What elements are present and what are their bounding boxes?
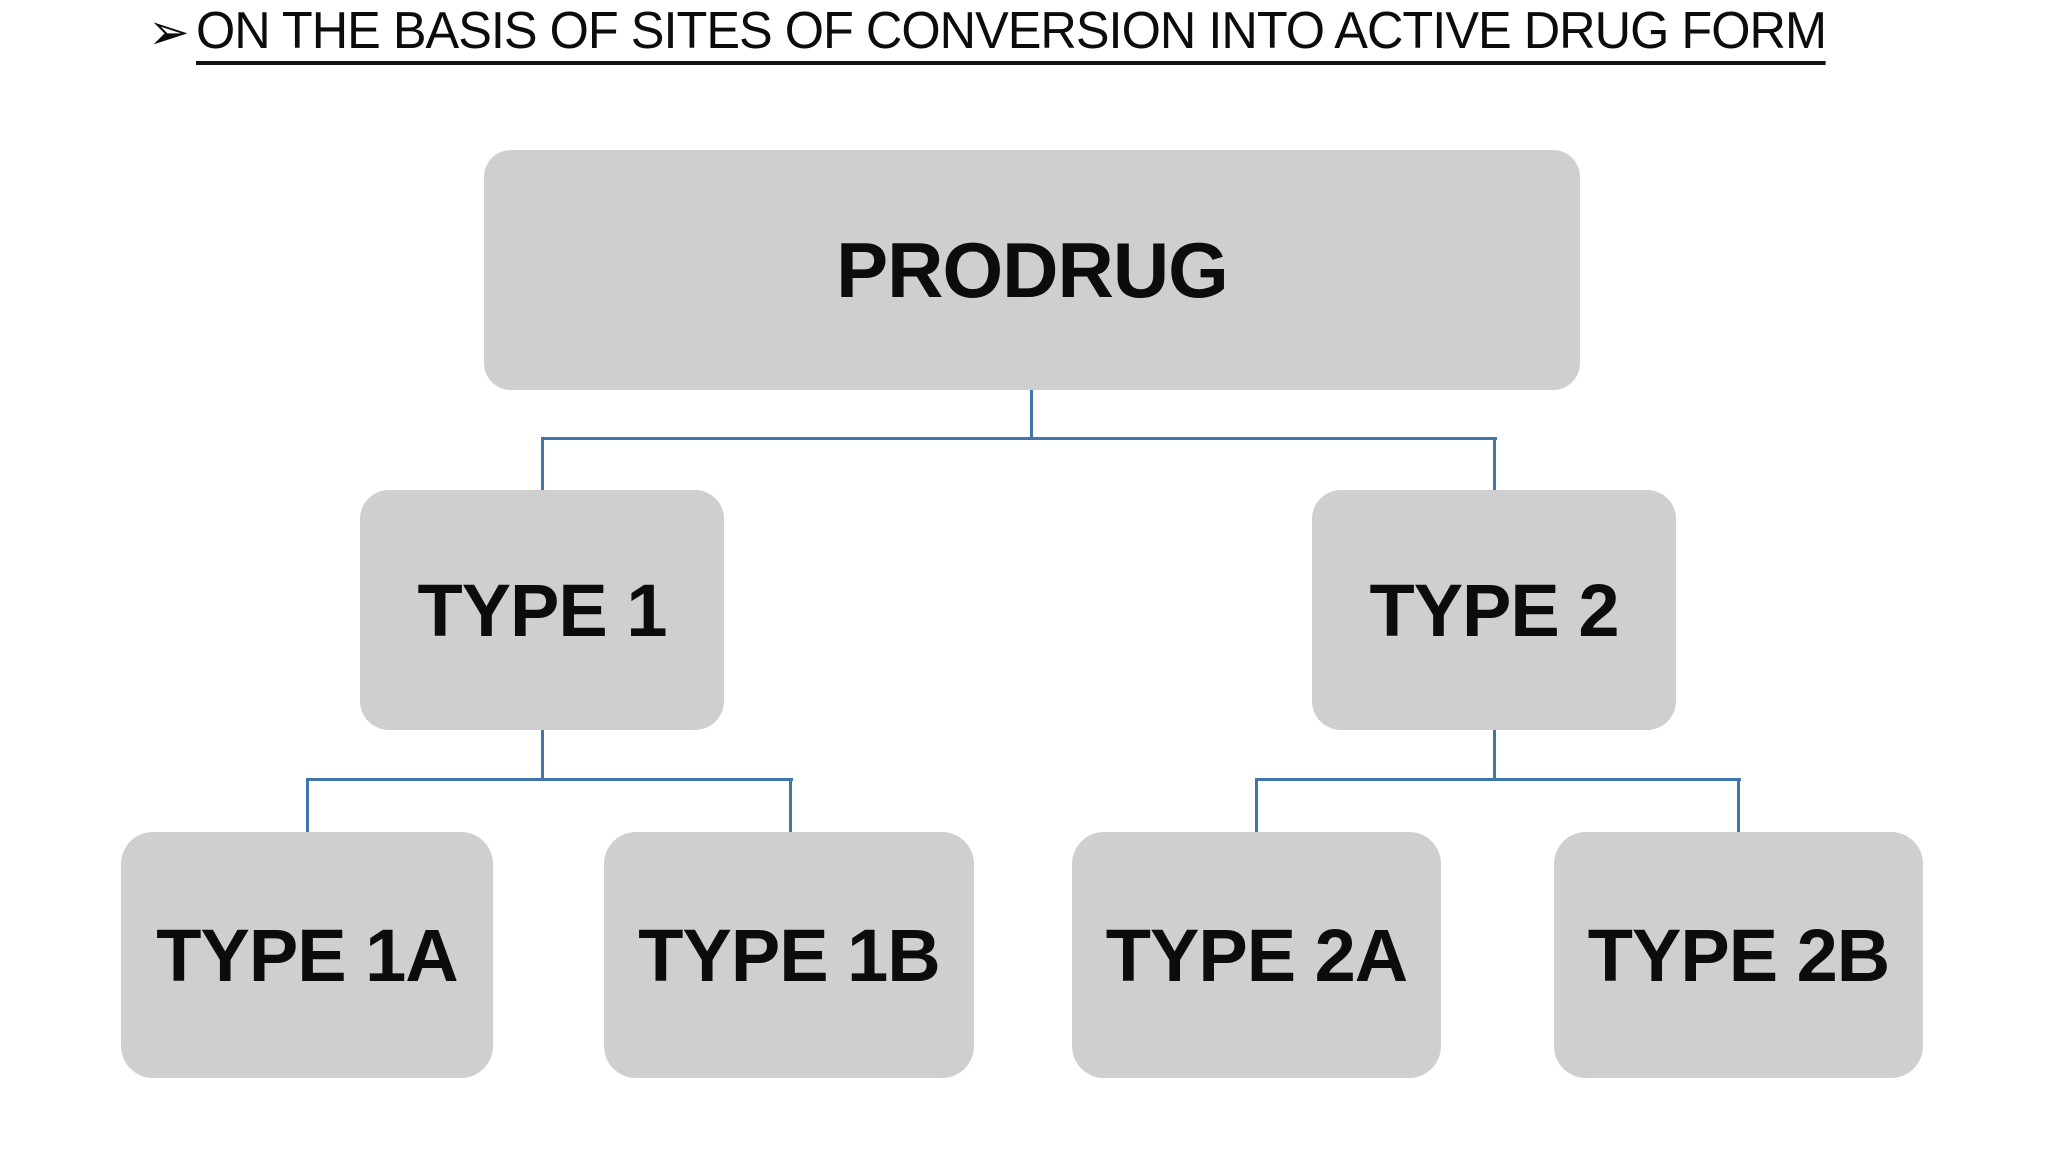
arrowhead-bullet-icon: ➢ xyxy=(148,4,190,60)
node-type-1a: TYPE 1A xyxy=(121,832,493,1078)
node-type-2: TYPE 2 xyxy=(1312,490,1676,730)
connector-type1-drop xyxy=(541,437,544,491)
slide-title-text: ON THE BASIS OF SITES OF CONVERSION INTO… xyxy=(195,2,1827,65)
node-type-2b: TYPE 2B xyxy=(1554,832,1923,1078)
node-type-1: TYPE 1 xyxy=(360,490,724,730)
connector-type2-drop xyxy=(1493,437,1496,491)
node-type-2a: TYPE 2A xyxy=(1072,832,1441,1078)
connector-type1b-drop xyxy=(789,778,792,833)
connector-type2-children-horizontal xyxy=(1255,778,1741,781)
connector-level2-horizontal xyxy=(542,437,1497,440)
connector-type2-stem xyxy=(1493,730,1496,778)
connector-type1a-drop xyxy=(306,778,309,833)
slide-title: ➢ ON THE BASIS OF SITES OF CONVERSION IN… xyxy=(148,2,1876,65)
connector-type2b-drop xyxy=(1737,778,1740,833)
node-type-1b: TYPE 1B xyxy=(604,832,974,1078)
connector-type2a-drop xyxy=(1255,778,1258,833)
node-prodrug: PRODRUG xyxy=(484,150,1580,390)
connector-type1-stem xyxy=(541,730,544,778)
connector-type1-children-horizontal xyxy=(306,778,793,781)
connector-prodrug-stem xyxy=(1030,390,1033,437)
